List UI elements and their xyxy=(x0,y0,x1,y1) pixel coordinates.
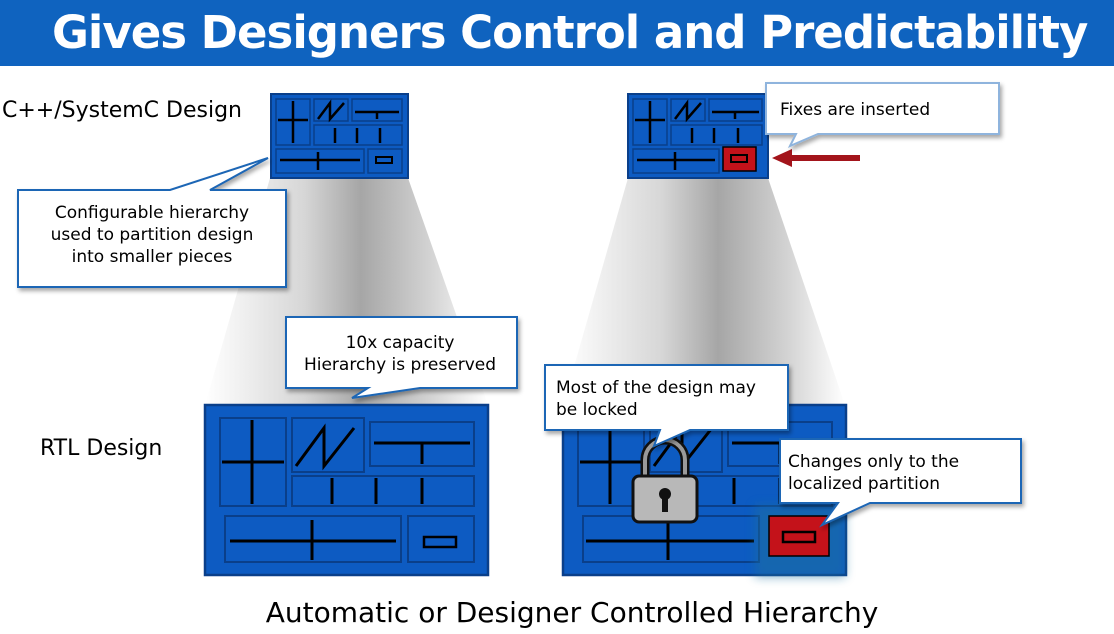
rtl-design-label: RTL Design xyxy=(40,436,163,461)
callout-capacity-text: 10x capacity Hierarchy is preserved xyxy=(286,332,514,376)
callout-configurable-text: Configurable hierarchy used to partition… xyxy=(18,202,286,268)
title-bar: Gives Designers Control and Predictabili… xyxy=(0,0,1114,66)
callout-line: into smaller pieces xyxy=(71,247,233,267)
left-rtl-block xyxy=(203,403,490,577)
bottom-caption: Automatic or Designer Controlled Hierarc… xyxy=(265,596,879,629)
callout-line: Changes only to the xyxy=(788,452,960,472)
localized-partition-block xyxy=(768,515,830,557)
callout-line: be locked xyxy=(556,400,638,420)
slide-title: Gives Designers Control and Predictabili… xyxy=(52,6,1088,59)
arrow-left-icon xyxy=(772,149,860,167)
callout-line: Configurable hierarchy xyxy=(54,203,250,223)
callout-line: Most of the design may xyxy=(556,378,756,398)
callout-capacity xyxy=(285,316,518,399)
callout-localized-changes xyxy=(779,438,1022,528)
callout-changes-text: Changes only to the localized partition xyxy=(788,451,1020,495)
left-systemc-block xyxy=(270,93,409,179)
callout-design-locked xyxy=(544,364,789,448)
callout-configurable-hierarchy xyxy=(17,157,287,288)
right-projection-beam xyxy=(563,178,845,405)
callout-line: Hierarchy is preserved xyxy=(303,355,497,375)
callout-locked-text: Most of the design may be locked xyxy=(556,377,792,421)
right-systemc-block xyxy=(627,93,769,179)
callout-fixes-inserted xyxy=(765,82,1000,148)
callout-line: 10x capacity xyxy=(345,333,455,353)
callout-line: used to partition design xyxy=(50,225,254,245)
callout-line: localized partition xyxy=(788,474,941,494)
callout-fixes-text: Fixes are inserted xyxy=(780,100,931,120)
inserted-fix-block xyxy=(722,146,757,172)
cpp-systemc-design-label: C++/SystemC Design xyxy=(2,98,242,123)
